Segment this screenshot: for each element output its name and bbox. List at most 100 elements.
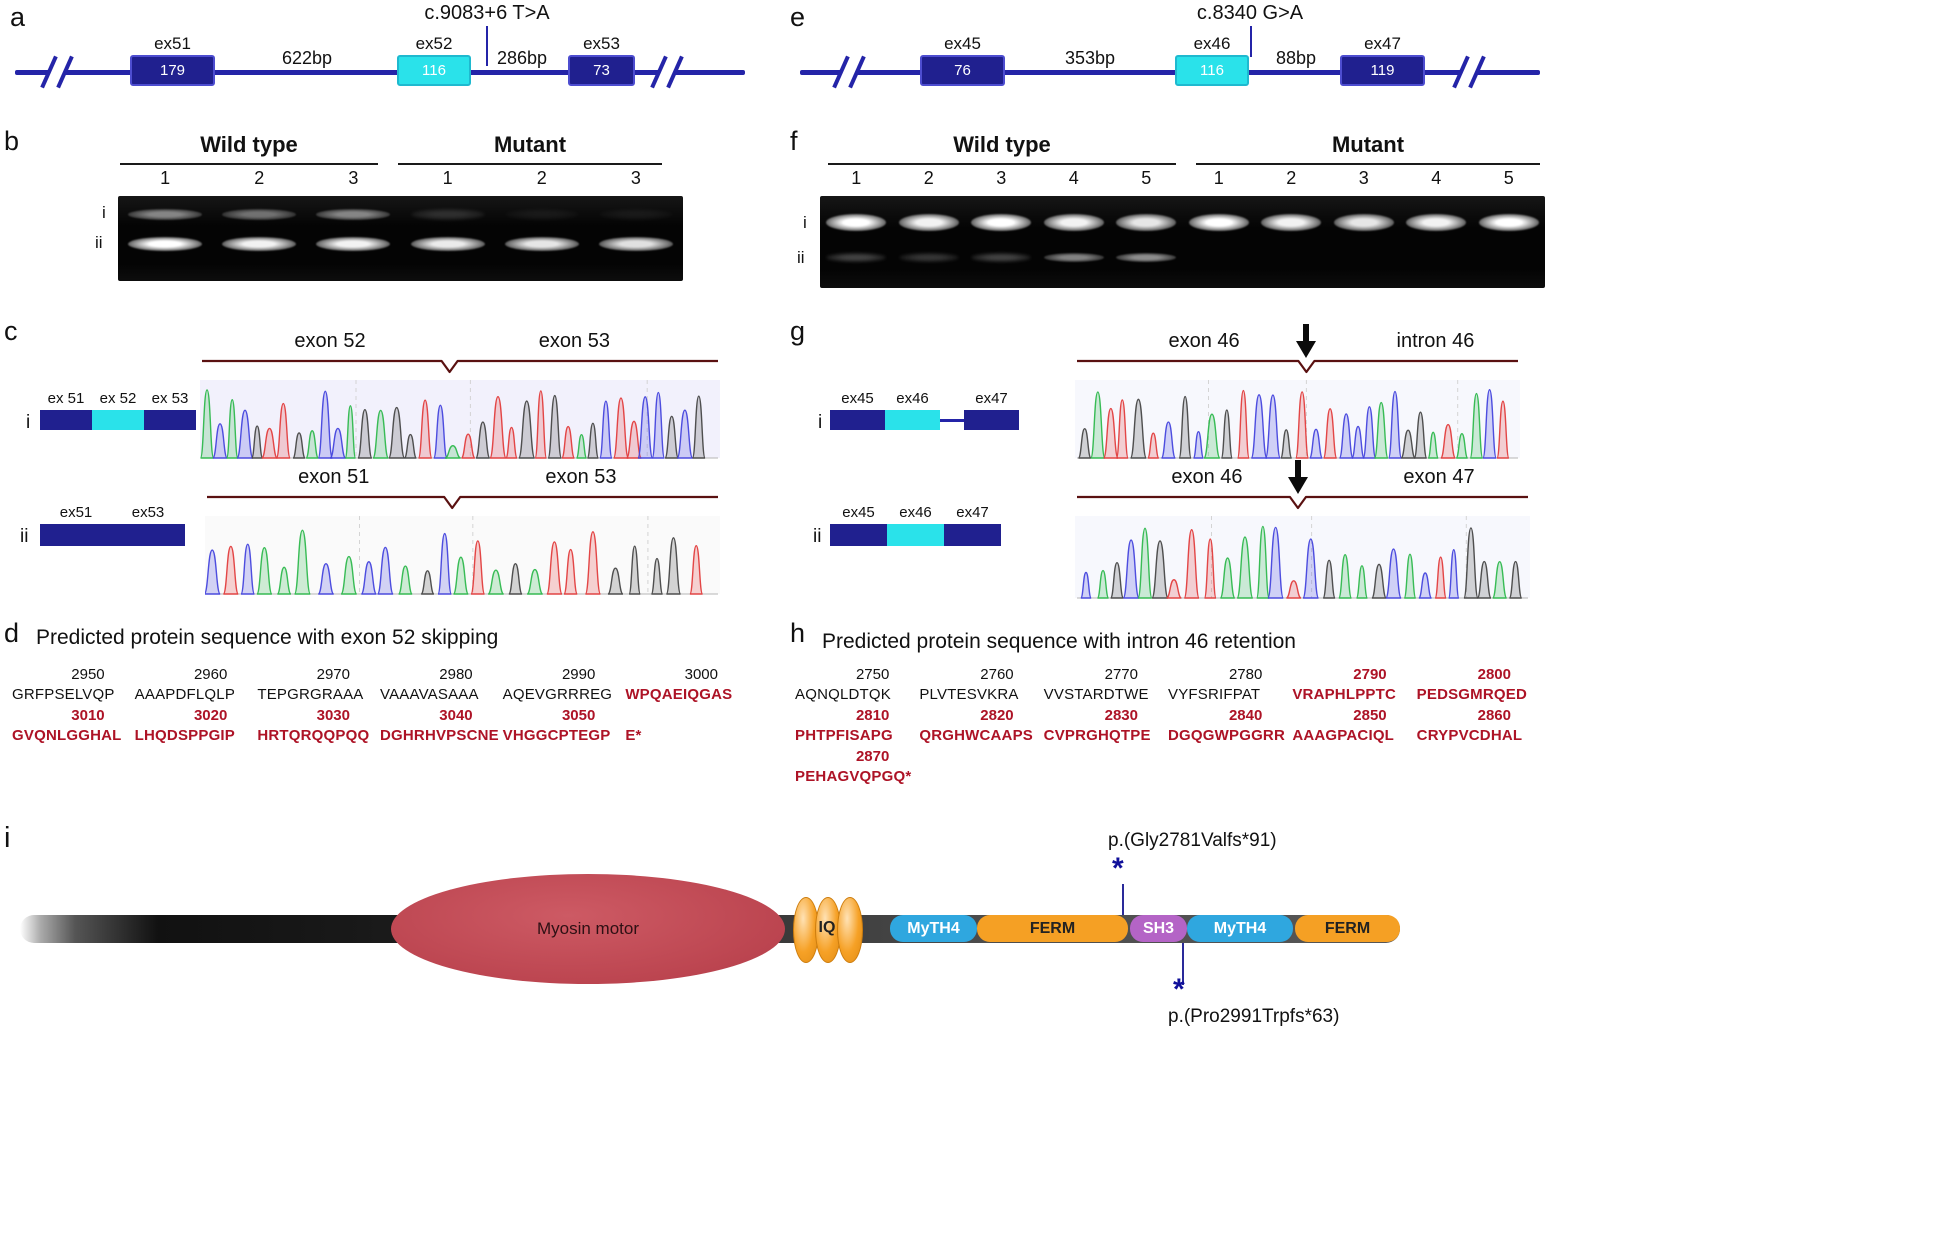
transcript-exon-labels: ex45 ex46 ex47 [830,390,1019,410]
residue-number: 2780 [1228,666,1263,683]
residue-group [1417,768,1541,789]
gel-band [1043,214,1104,231]
residue-number: 2950 [71,666,105,683]
mutation-label-a: c.9083+6 T>A [424,2,550,24]
gel-band [504,209,579,220]
residue-group: VVSTARDTWE [1043,686,1149,703]
mutation-label-e: c.8340 G>A [1196,2,1304,24]
exon-box: 116 [397,55,471,86]
chromatogram-trace [200,380,720,459]
exon-ex45: ex45 76 [920,34,1005,86]
panel-label-e: e [790,2,806,32]
gel-band [410,209,485,220]
gel-band [1261,214,1322,231]
residue-number: 2750 [855,666,890,683]
residue-number: 3010 [71,707,105,724]
exon-box: 116 [1175,55,1249,86]
junction-bracket [207,495,718,510]
group-underline [398,163,662,165]
residue-number [919,748,1043,768]
residue-group: PEDSGMRQED [1416,686,1528,703]
junction-arrow-icon [1296,324,1317,358]
residue-group: VHGGCPTEGP [502,727,611,744]
exon-box [40,524,185,546]
region-label-left: exon 46 [1171,466,1243,488]
residue-group: TEPGRGRAAA [257,686,364,703]
junction-bracket [1077,495,1528,510]
residue-number: 2980 [439,666,473,683]
lane-number: 4 [1068,168,1079,188]
lane-number: 1 [442,168,453,188]
residue-number-row: 2870 [795,748,1541,768]
transcript-diagram-g-i: ex45 ex46 ex47 [830,390,1019,430]
residue-number: 3030 [316,707,350,724]
exon-ex53: ex53 73 [568,34,635,86]
residue-number: 2990 [561,666,596,683]
exon-box [830,410,885,430]
myosin-motor-domain: Myosin motor [391,874,785,984]
group-underline [120,163,378,165]
gel-band [316,237,391,251]
exon-name: ex53 [583,34,620,53]
gel-band [598,209,673,220]
chromatogram-c-i: exon 52 exon 53 [200,330,720,462]
residue-group [919,768,1043,789]
gel-band [316,209,391,220]
exon-name: ex47 [1364,34,1401,53]
gene-line-a [15,70,745,75]
gel-band [1188,214,1249,231]
lane-number: 1 [851,168,862,188]
intron-size-label: 88bp [1275,48,1317,68]
chromatogram-trace [1075,516,1530,599]
lane-number: 5 [1503,168,1514,188]
transcript-exon-labels: ex 51 ex 52 ex 53 [40,390,196,410]
gene-line-e [800,70,1540,75]
residue-group: AAAGPACIQL [1292,727,1395,744]
gel-band [1116,214,1177,231]
isoform-label-i: i [818,412,823,433]
panel-label-h: h [790,618,806,648]
chromatogram-c-ii: exon 51 exon 53 [205,466,720,598]
junction-bracket [1077,359,1518,374]
group-header-mutant: Mutant [493,132,567,157]
band-label-i: i [803,213,807,232]
residue-number: 2870 [855,748,890,765]
gel-band [1043,253,1104,262]
residue-number: 3050 [561,707,596,724]
gel-image-b [118,196,683,281]
variant-annotation-top: p.(Gly2781Valfs*91) [1108,830,1277,851]
residue-group: E* [625,727,642,744]
lane-number: 1 [1213,168,1224,188]
transcript-exon-boxes [830,524,1001,546]
residue-group-row: PEHAGVQPGQ* [795,768,1541,789]
exon-box: 73 [568,55,635,86]
lane-number: 3 [630,168,641,188]
domain-ferm-2: FERM [1295,915,1400,942]
exon-box [144,410,196,430]
exon-label: ex46 [899,504,932,521]
domain-sh3: SH3 [1130,915,1187,942]
chromatogram-trace [1075,380,1520,459]
region-label-left: exon 51 [298,466,370,488]
transcript-exon-boxes [40,524,185,546]
intron-line [940,418,964,422]
residue-group: WPQAEIQGAS [625,686,733,703]
residue-number: 2840 [1228,707,1263,724]
exon-label: ex46 [896,390,929,407]
region-label-right: exon 53 [545,466,617,488]
gel-band [1478,214,1539,231]
gel-band [222,237,297,251]
isoform-label-ii: ii [20,526,29,547]
mutation-pointer-line [1250,26,1252,57]
residue-number: 2800 [1477,666,1511,683]
residue-group: GRFPSELVQP [12,686,115,703]
chromatogram-trace [205,516,720,595]
panel-label-g: g [790,316,806,346]
gel-image-f [820,196,1545,288]
